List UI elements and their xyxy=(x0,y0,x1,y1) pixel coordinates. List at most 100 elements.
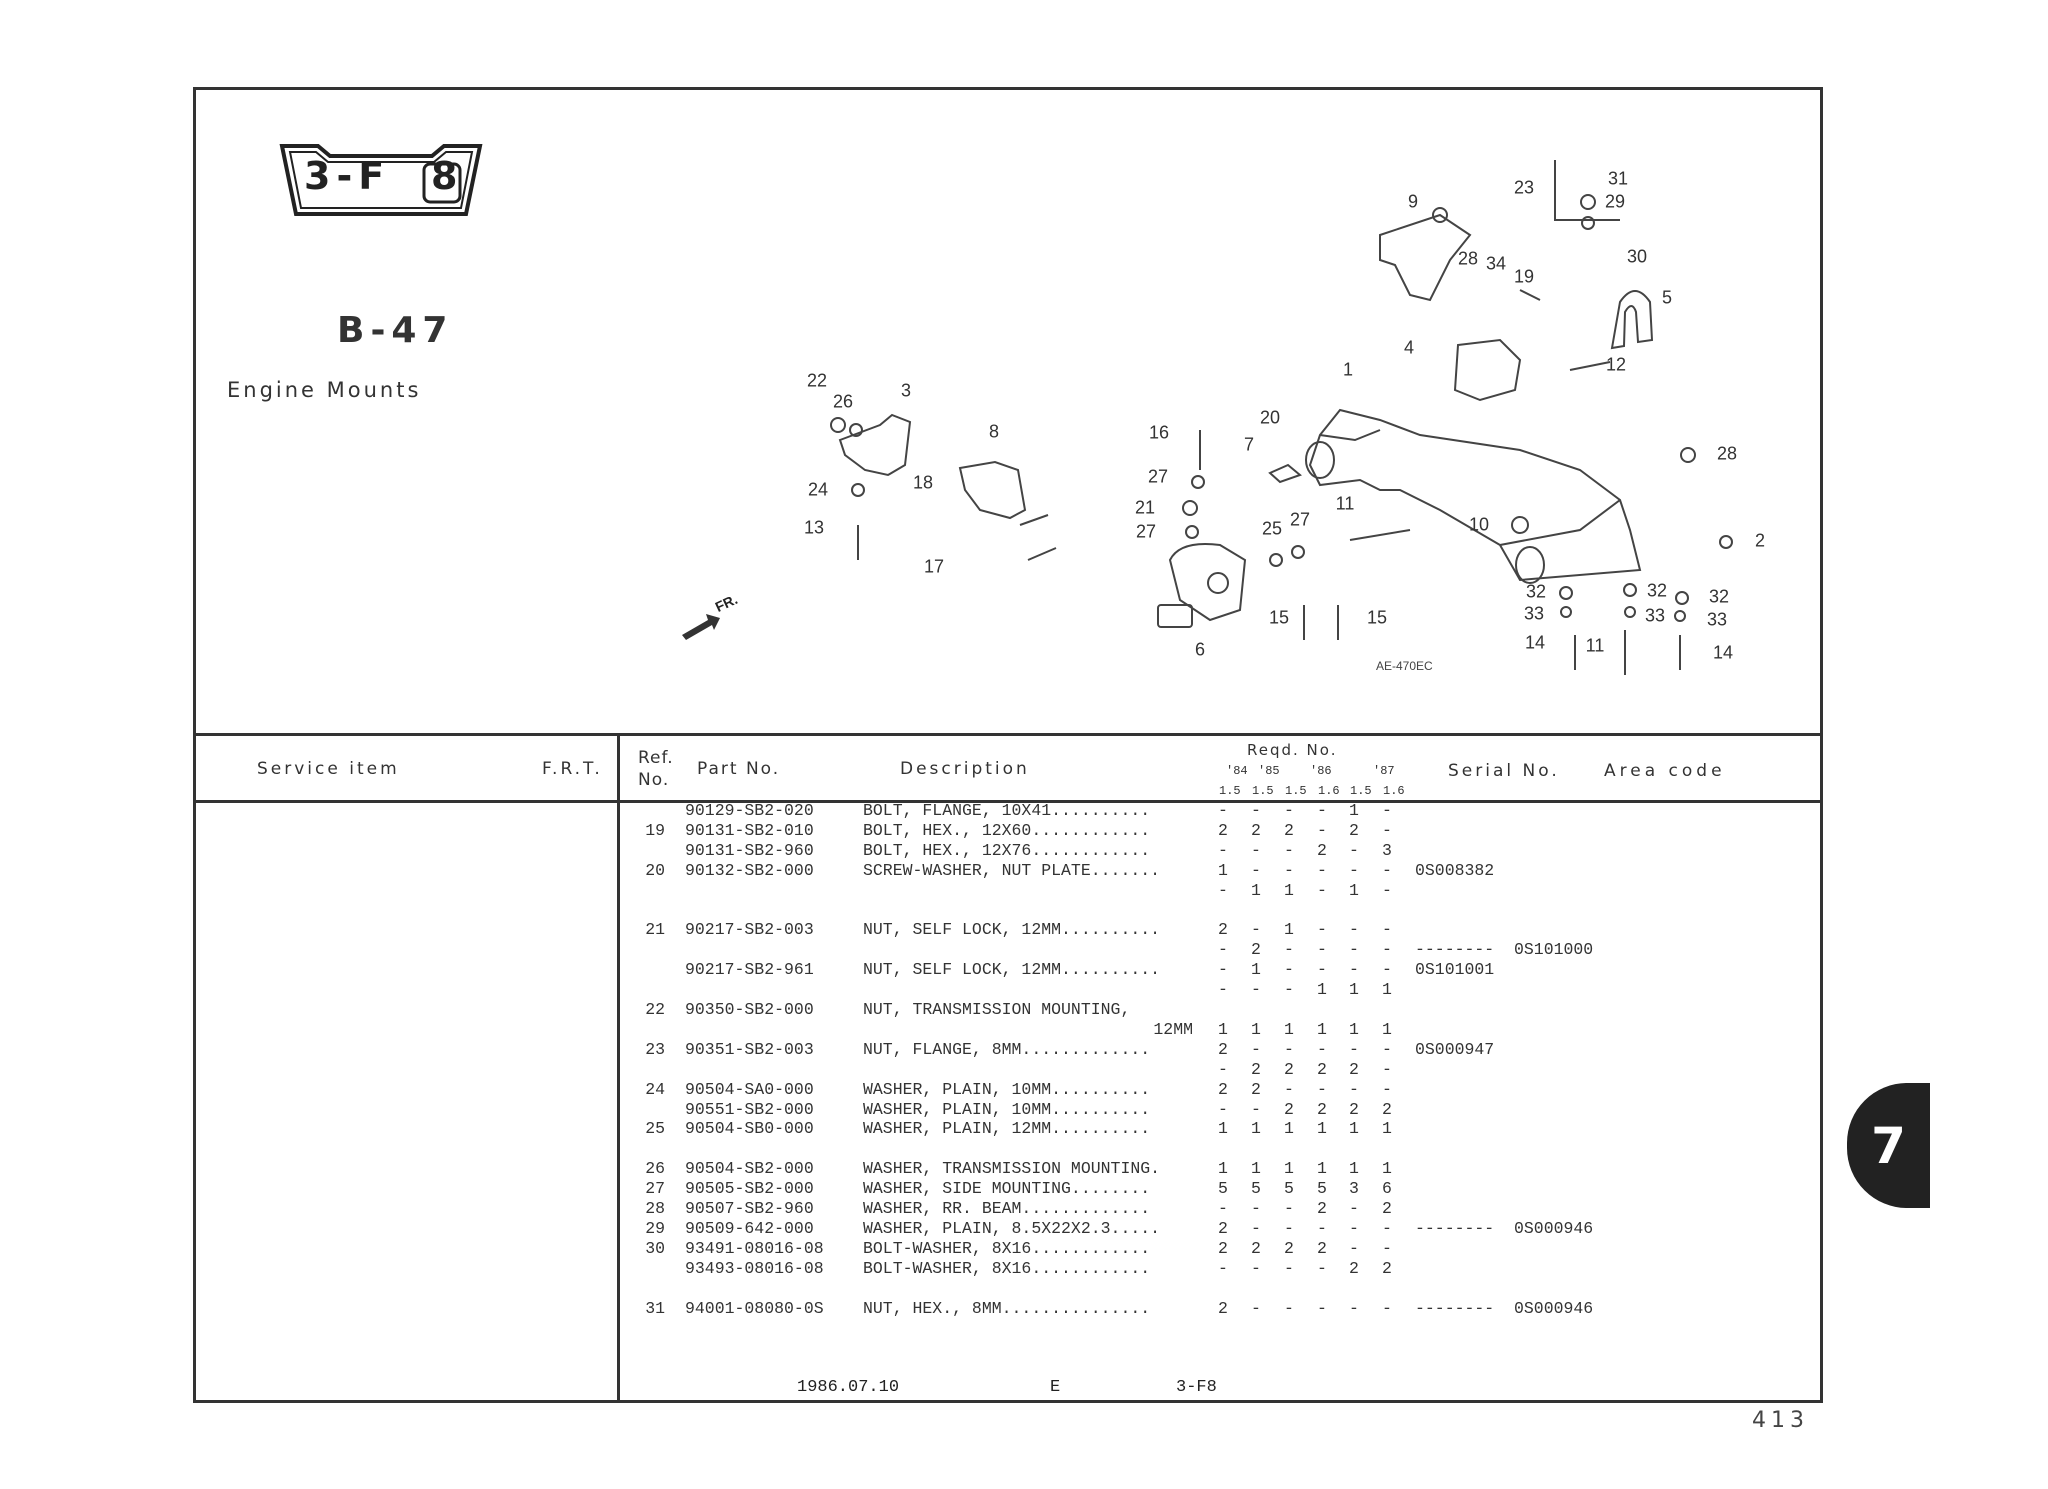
callout-21[interactable]: 21 xyxy=(1134,497,1156,518)
required-qty: - xyxy=(1251,1258,1261,1278)
callout-28[interactable]: 28 xyxy=(1457,248,1479,269)
part-number: 90350-SB2-000 xyxy=(685,1000,814,1019)
required-qty: - xyxy=(1349,940,1359,960)
callout-2[interactable]: 2 xyxy=(1754,530,1766,551)
part-number: 90504-SA0-000 xyxy=(685,1079,814,1099)
callout-6[interactable]: 6 xyxy=(1194,639,1206,660)
callout-14[interactable]: 14 xyxy=(1712,642,1734,663)
header-part-no: Part No. xyxy=(697,759,781,779)
serial-number: 0S101001 xyxy=(1415,960,1495,980)
required-qty: 1 xyxy=(1218,1019,1228,1039)
callout-18[interactable]: 18 xyxy=(912,472,934,493)
ref-number: 31 xyxy=(645,1298,665,1318)
required-qty: 2 xyxy=(1218,1238,1228,1258)
required-qty: 1 xyxy=(1349,980,1359,1000)
part-number: 93493-08016-08 xyxy=(685,1258,824,1278)
callout-9[interactable]: 9 xyxy=(1407,191,1419,212)
required-qty: 2 xyxy=(1317,840,1327,860)
callout-19[interactable]: 19 xyxy=(1513,266,1535,287)
ref-number: 21 xyxy=(645,920,665,940)
callout-15[interactable]: 15 xyxy=(1366,607,1388,628)
callout-27[interactable]: 27 xyxy=(1289,509,1311,530)
required-qty: 6 xyxy=(1382,1179,1392,1199)
callout-12[interactable]: 12 xyxy=(1605,354,1627,375)
illustration-code: AE-470EC xyxy=(1376,659,1433,673)
required-qty: - xyxy=(1317,1258,1327,1278)
callout-10[interactable]: 10 xyxy=(1468,514,1490,535)
page-frame xyxy=(193,87,1823,1403)
required-qty: - xyxy=(1382,1079,1392,1099)
callout-1[interactable]: 1 xyxy=(1342,359,1354,380)
callout-4[interactable]: 4 xyxy=(1403,337,1415,358)
description-continued: 12MM xyxy=(1153,1019,1193,1039)
callout-25[interactable]: 25 xyxy=(1261,518,1283,539)
callout-33[interactable]: 33 xyxy=(1644,605,1666,626)
required-qty: 1 xyxy=(1317,980,1327,1000)
required-qty: - xyxy=(1218,940,1228,960)
callout-15[interactable]: 15 xyxy=(1268,607,1290,628)
part-number: 90507-SB2-960 xyxy=(685,1199,814,1218)
required-qty: - xyxy=(1218,1059,1228,1079)
callout-32[interactable]: 32 xyxy=(1525,581,1547,602)
table-header-divider xyxy=(193,800,1823,803)
callout-33[interactable]: 33 xyxy=(1706,609,1728,630)
part-number: 90509-642-000 xyxy=(685,1218,814,1238)
required-qty: - xyxy=(1284,940,1294,960)
footer-date: 1986.07.10 xyxy=(797,1378,900,1397)
callout-34[interactable]: 34 xyxy=(1485,253,1507,274)
callout-3[interactable]: 3 xyxy=(900,380,912,401)
callout-13[interactable]: 13 xyxy=(803,517,825,538)
required-qty: - xyxy=(1251,980,1261,1000)
required-qty: 5 xyxy=(1218,1179,1228,1199)
serial-number: 0S000947 xyxy=(1415,1039,1495,1059)
section-tab[interactable]: 7 xyxy=(1847,1083,1930,1208)
required-qty: - xyxy=(1382,920,1392,940)
required-qty: - xyxy=(1349,840,1359,860)
required-qty: - xyxy=(1284,1298,1294,1318)
part-number: 90504-SB2-000 xyxy=(685,1159,814,1179)
required-qty: 2 xyxy=(1382,1199,1392,1218)
required-qty: 1 xyxy=(1284,1159,1294,1179)
required-qty: 1 xyxy=(1349,1119,1359,1139)
callout-11[interactable]: 11 xyxy=(1585,635,1605,656)
required-qty: 1 xyxy=(1251,1119,1261,1139)
year-label: '86 xyxy=(1310,764,1332,778)
required-qty: - xyxy=(1284,840,1294,860)
required-qty: 2 xyxy=(1218,1079,1228,1099)
callout-29[interactable]: 29 xyxy=(1604,191,1626,212)
required-qty: 1 xyxy=(1284,920,1294,940)
callout-32[interactable]: 32 xyxy=(1708,586,1730,607)
callout-5[interactable]: 5 xyxy=(1661,287,1673,308)
required-qty: - xyxy=(1382,860,1392,880)
callout-23[interactable]: 23 xyxy=(1513,177,1535,198)
callout-33[interactable]: 33 xyxy=(1523,603,1545,624)
callout-20[interactable]: 20 xyxy=(1259,407,1281,428)
ref-number: 22 xyxy=(645,1000,665,1019)
callout-24[interactable]: 24 xyxy=(807,479,829,500)
required-qty: - xyxy=(1349,920,1359,940)
callout-14[interactable]: 14 xyxy=(1524,632,1546,653)
serial-number: -------- xyxy=(1415,1298,1495,1318)
callout-11[interactable]: 11 xyxy=(1335,493,1355,514)
callout-32[interactable]: 32 xyxy=(1646,580,1668,601)
callout-28[interactable]: 28 xyxy=(1716,443,1738,464)
required-qty: 1 xyxy=(1382,980,1392,1000)
part-number: 90132-SB2-000 xyxy=(685,860,814,880)
callout-26[interactable]: 26 xyxy=(832,391,854,412)
callout-27[interactable]: 27 xyxy=(1147,466,1169,487)
required-qty: 1 xyxy=(1382,1159,1392,1179)
callout-17[interactable]: 17 xyxy=(923,556,945,577)
callout-16[interactable]: 16 xyxy=(1148,422,1170,443)
callout-22[interactable]: 22 xyxy=(806,370,828,391)
callout-8[interactable]: 8 xyxy=(988,421,1000,442)
callout-31[interactable]: 31 xyxy=(1607,168,1629,189)
required-qty: - xyxy=(1218,1199,1228,1218)
footer-code: 3-F8 xyxy=(1176,1378,1217,1397)
callout-27[interactable]: 27 xyxy=(1135,521,1157,542)
callout-30[interactable]: 30 xyxy=(1626,246,1648,267)
required-qty: - xyxy=(1284,1199,1294,1218)
description: WASHER, RR. BEAM............. xyxy=(863,1199,1151,1218)
required-qty: 2 xyxy=(1349,1059,1359,1079)
serial-number: 0S008382 xyxy=(1415,860,1495,880)
callout-7[interactable]: 7 xyxy=(1243,434,1255,455)
